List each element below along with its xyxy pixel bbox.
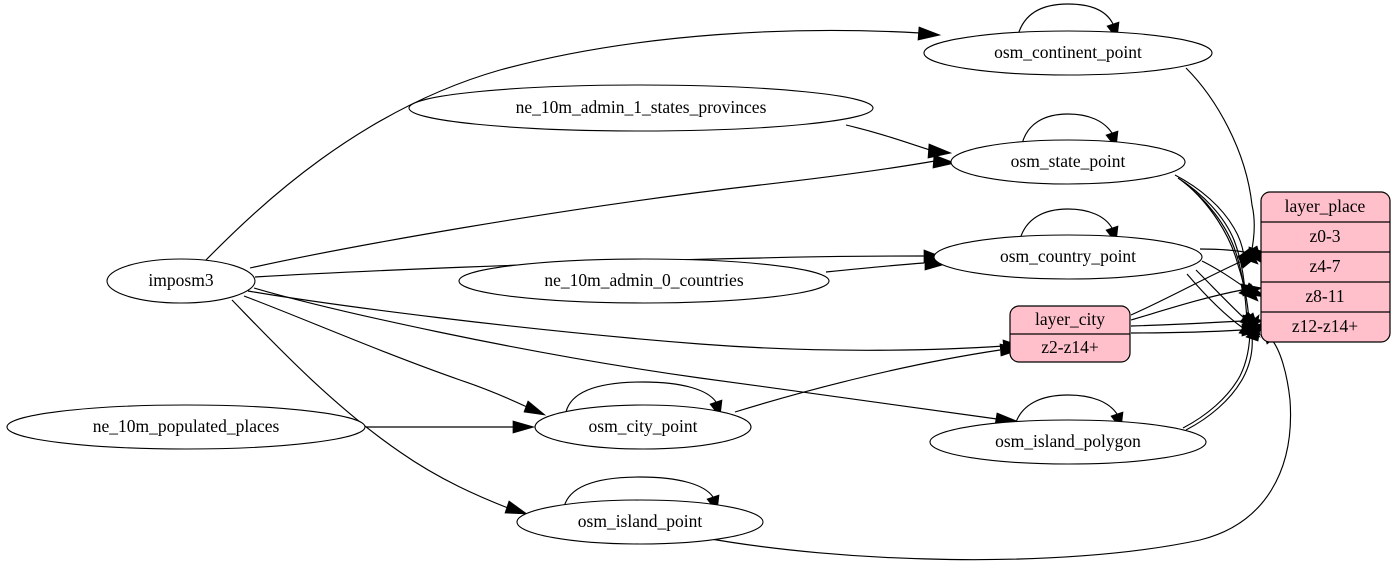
node-label-osm_island_polygon: osm_island_polygon bbox=[995, 431, 1141, 451]
node-osm_city_point[interactable]: osm_city_point bbox=[534, 404, 752, 450]
edge-osm_state_point-to-layer_place-z4-7 bbox=[1177, 177, 1259, 302]
node-label-imposm3: imposm3 bbox=[148, 270, 213, 290]
node-imposm3[interactable]: imposm3 bbox=[106, 258, 256, 304]
table-layer_place[interactable]: layer_place z0-3 z4-7 z8-11 z12-z14+ bbox=[1260, 191, 1391, 343]
node-label-osm_state_point: osm_state_point bbox=[1011, 151, 1126, 171]
node-label-ne_10m_populated_places: ne_10m_populated_places bbox=[93, 416, 280, 436]
node-osm_island_point[interactable]: osm_island_point bbox=[516, 499, 764, 545]
node-label-osm_country_point: osm_country_point bbox=[1000, 246, 1136, 266]
node-osm_island_polygon[interactable]: osm_island_polygon bbox=[929, 419, 1207, 465]
node-ne_10m_populated_places[interactable]: ne_10m_populated_places bbox=[6, 404, 366, 450]
edge-imposm3-to-osm_city_point bbox=[243, 295, 547, 416]
node-label-osm_island_point: osm_island_point bbox=[578, 511, 703, 531]
edge-osm_city_point-to-layer_city bbox=[734, 343, 1024, 413]
edge-imposm3-to-osm_continent_point bbox=[204, 26, 942, 262]
node-label-osm_city_point: osm_city_point bbox=[589, 416, 698, 436]
edge-imposm3-to-osm_island_point bbox=[231, 299, 529, 515]
table-layer_city-header: layer_city bbox=[1035, 309, 1105, 329]
table-layer_city-row-z2-z14plus[interactable]: z2-z14+ bbox=[1041, 337, 1099, 357]
table-layer_city[interactable]: layer_city z2-z14+ bbox=[1009, 305, 1131, 363]
node-label-ne_10m_admin_1_states_provinces: ne_10m_admin_1_states_provinces bbox=[516, 97, 767, 117]
node-layer: imposm3 ne_10m_populated_places ne_10m_a… bbox=[6, 30, 1213, 545]
table-layer_place-row-z8-11[interactable]: z8-11 bbox=[1305, 286, 1344, 306]
table-layer_place-row-z0-3[interactable]: z0-3 bbox=[1309, 226, 1340, 246]
node-ne_10m_admin_0_countries[interactable]: ne_10m_admin_0_countries bbox=[458, 258, 830, 304]
edge-layer bbox=[204, 3, 1292, 561]
table-layer_place-row-z4-7[interactable]: z4-7 bbox=[1309, 256, 1340, 276]
edge-layer_city-to-layer_place-z4-7 bbox=[1130, 283, 1264, 321]
edge-ne_states-to-osm_state_point bbox=[845, 124, 953, 159]
edge-layer_city-to-layer_place-z0-3 bbox=[1130, 253, 1262, 316]
table-layer_place-row-z12-z14plus[interactable]: z12-z14+ bbox=[1292, 316, 1358, 336]
edge-osm_continent_point-to-layer_place-z0-3 bbox=[1185, 67, 1263, 264]
node-label-osm_continent_point: osm_continent_point bbox=[994, 42, 1142, 62]
table-layer_place-header: layer_place bbox=[1285, 196, 1366, 216]
node-osm_continent_point[interactable]: osm_continent_point bbox=[923, 30, 1213, 76]
edge-imposm3-to-osm_state_point bbox=[249, 154, 957, 269]
edge-ne_countries-to-osm_country_point bbox=[825, 256, 948, 273]
node-label-ne_10m_admin_0_countries: ne_10m_admin_0_countries bbox=[544, 270, 743, 290]
edge-osm_island_polygon-to-layer_place-z12 bbox=[1185, 322, 1262, 431]
node-osm_state_point[interactable]: osm_state_point bbox=[950, 139, 1186, 185]
node-ne_10m_admin_1_states_provinces[interactable]: ne_10m_admin_1_states_provinces bbox=[408, 84, 874, 132]
node-osm_country_point[interactable]: osm_country_point bbox=[933, 234, 1203, 280]
table-layer: layer_place z0-3 z4-7 z8-11 z12-z14+ lay… bbox=[1009, 191, 1391, 363]
edge-ne_places-to-osm_city_point bbox=[366, 420, 536, 434]
